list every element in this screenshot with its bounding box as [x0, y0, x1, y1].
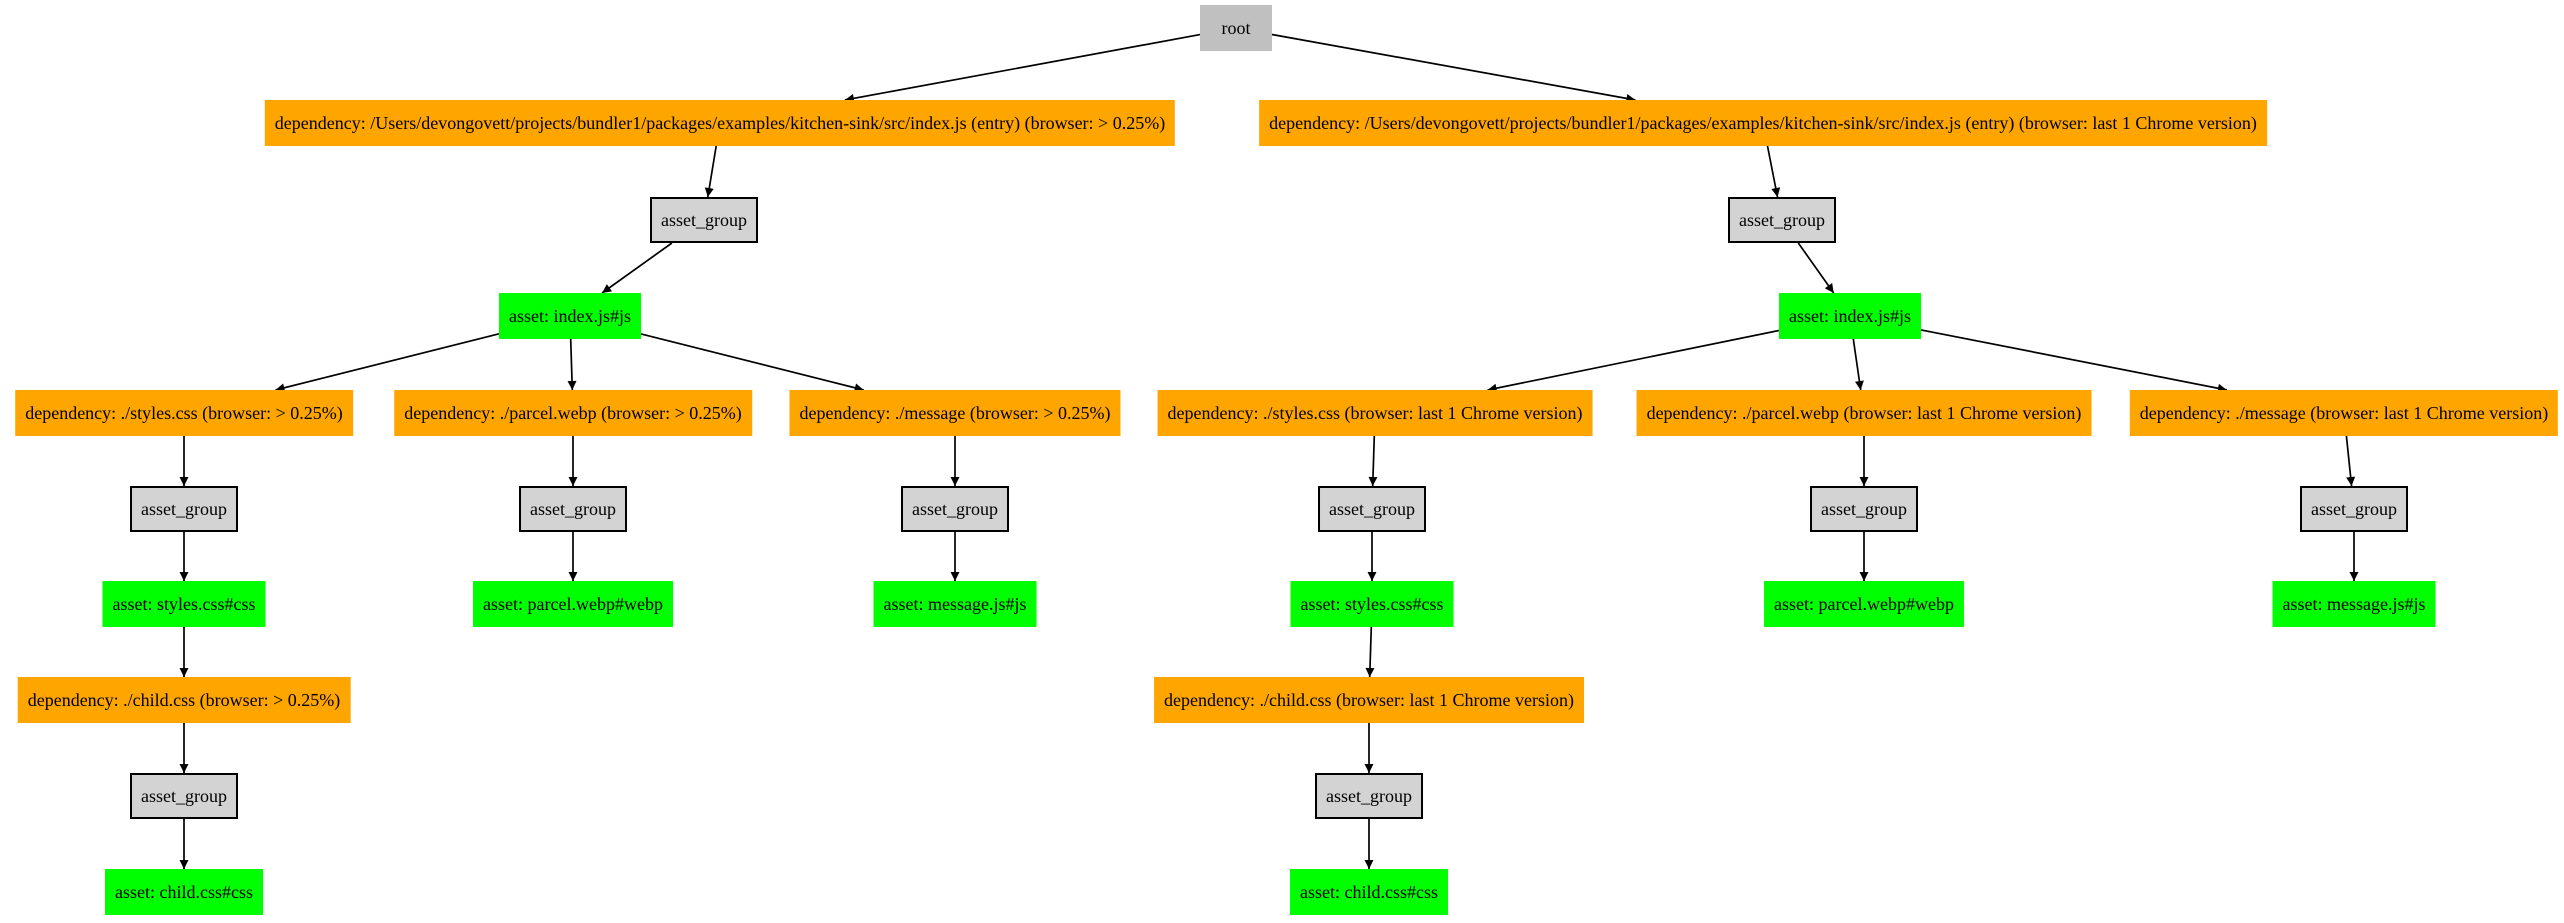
- node-asset-group-child-right: asset_group: [1315, 773, 1423, 819]
- node-dependency-index-entry-left: dependency: /Users/devongovett/projects/…: [264, 100, 1176, 146]
- node-dependency-child-css-left: dependency: ./child.css (browser: > 0.25…: [17, 677, 351, 723]
- node-asset-group-styles-left: asset_group: [130, 486, 238, 532]
- node-asset-group-message-left: asset_group: [901, 486, 1009, 532]
- node-asset-group-child-left: asset_group: [130, 773, 238, 819]
- node-dependency-message-right: dependency: ./message (browser: last 1 C…: [2129, 390, 2559, 436]
- node-asset-index-js-left: asset: index.js#js: [499, 293, 641, 339]
- node-root: root: [1200, 5, 1272, 51]
- node-asset-styles-css-right: asset: styles.css#css: [1290, 581, 1454, 627]
- node-asset-child-css-right: asset: child.css#css: [1290, 869, 1448, 915]
- node-asset-group-index-left: asset_group: [650, 197, 758, 243]
- node-asset-group-webp-right: asset_group: [1810, 486, 1918, 532]
- node-dependency-styles-right: dependency: ./styles.css (browser: last …: [1157, 390, 1593, 436]
- node-dependency-styles-left: dependency: ./styles.css (browser: > 0.2…: [15, 390, 353, 436]
- node-asset-message-js-right: asset: message.js#js: [2272, 581, 2436, 627]
- node-dependency-webp-right: dependency: ./parcel.webp (browser: last…: [1636, 390, 2092, 436]
- node-asset-parcel-webp-left: asset: parcel.webp#webp: [473, 581, 673, 627]
- node-asset-index-js-right: asset: index.js#js: [1779, 293, 1921, 339]
- node-dependency-child-css-right: dependency: ./child.css (browser: last 1…: [1154, 677, 1584, 723]
- node-asset-group-index-right: asset_group: [1728, 197, 1836, 243]
- node-asset-message-js-left: asset: message.js#js: [873, 581, 1037, 627]
- node-asset-parcel-webp-right: asset: parcel.webp#webp: [1764, 581, 1964, 627]
- node-dependency-index-entry-right: dependency: /Users/devongovett/projects/…: [1259, 100, 2267, 146]
- node-dependency-webp-left: dependency: ./parcel.webp (browser: > 0.…: [394, 390, 752, 436]
- node-asset-child-css-left: asset: child.css#css: [105, 869, 263, 915]
- node-asset-group-styles-right: asset_group: [1318, 486, 1426, 532]
- node-asset-styles-css-left: asset: styles.css#css: [102, 581, 266, 627]
- node-asset-group-message-right: asset_group: [2300, 486, 2408, 532]
- node-dependency-message-left: dependency: ./message (browser: > 0.25%): [789, 390, 1121, 436]
- node-asset-group-webp-left: asset_group: [519, 486, 627, 532]
